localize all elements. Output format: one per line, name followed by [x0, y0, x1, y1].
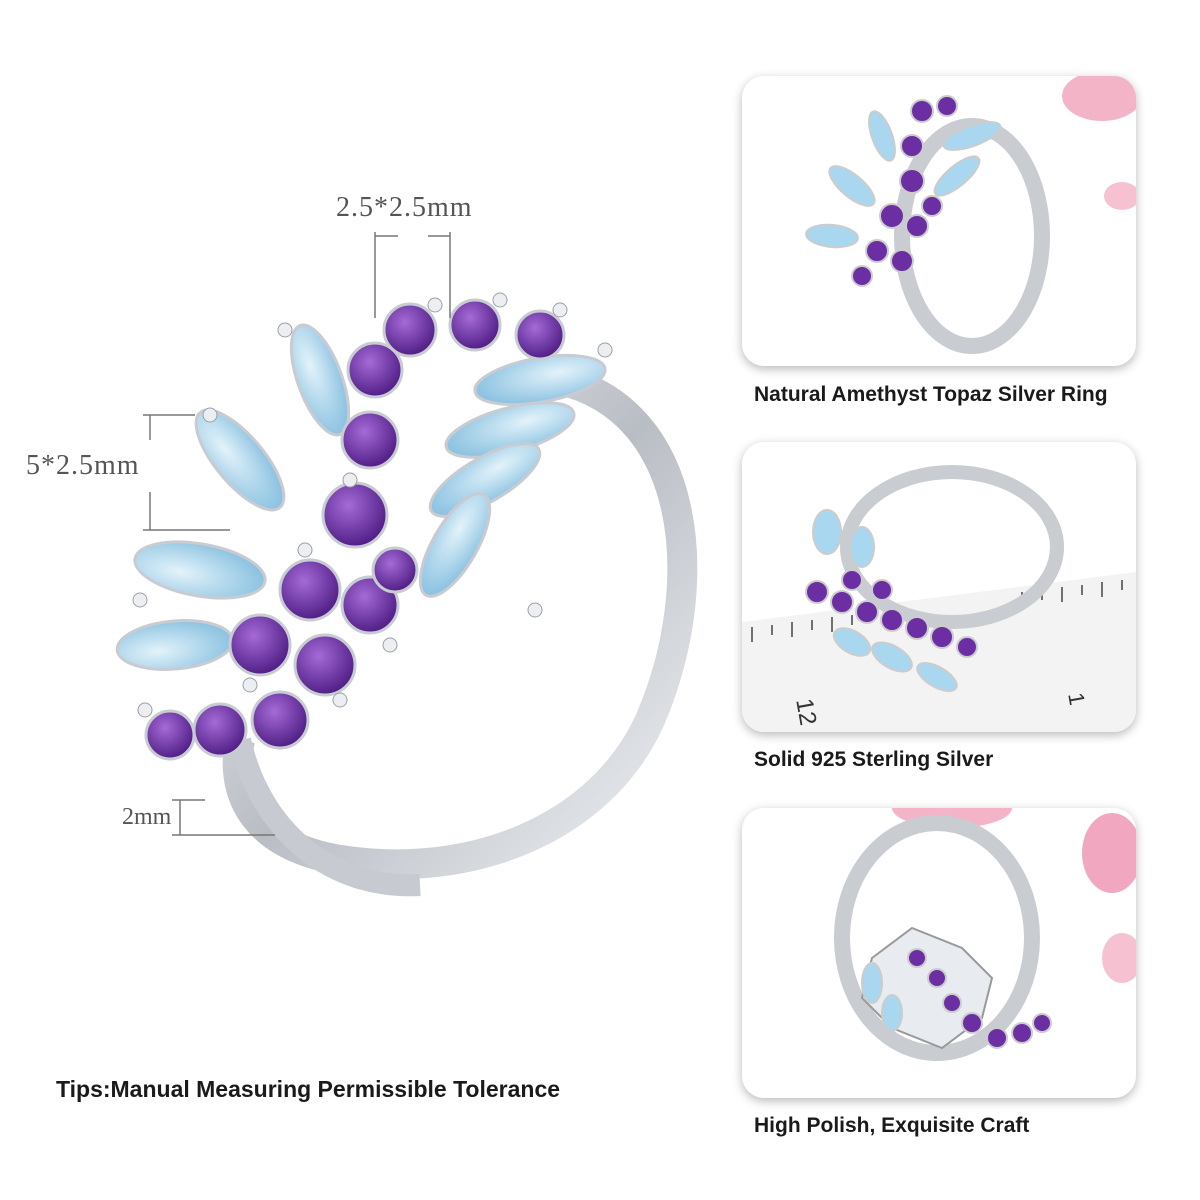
dimension-band-label: 2mm	[122, 804, 172, 830]
thumbnail-back-view[interactable]	[742, 808, 1136, 1098]
thumbnail-size-view[interactable]: 12 1	[742, 442, 1136, 732]
ruler-label-12: 12	[790, 696, 822, 728]
ring-back-image	[834, 808, 1136, 1061]
thumbnail-front-view[interactable]	[742, 76, 1136, 366]
tips-text: Tips:Manual Measuring Permissible Tolera…	[56, 1076, 561, 1102]
ring-front-image	[805, 76, 1136, 354]
caption-size-view: Solid 925 Sterling Silver	[754, 748, 994, 771]
dimension-left-label: 5*2.5mm	[26, 450, 140, 481]
ring-ruler-image	[742, 465, 1136, 732]
dimension-top-label: 2.5*2.5mm	[336, 192, 473, 223]
main-ring-image	[115, 292, 698, 897]
caption-back-view: High Polish, Exquisite Craft	[754, 1114, 1030, 1137]
dimension-lines	[143, 232, 451, 836]
caption-front-view: Natural Amethyst Topaz Silver Ring	[754, 383, 1108, 406]
